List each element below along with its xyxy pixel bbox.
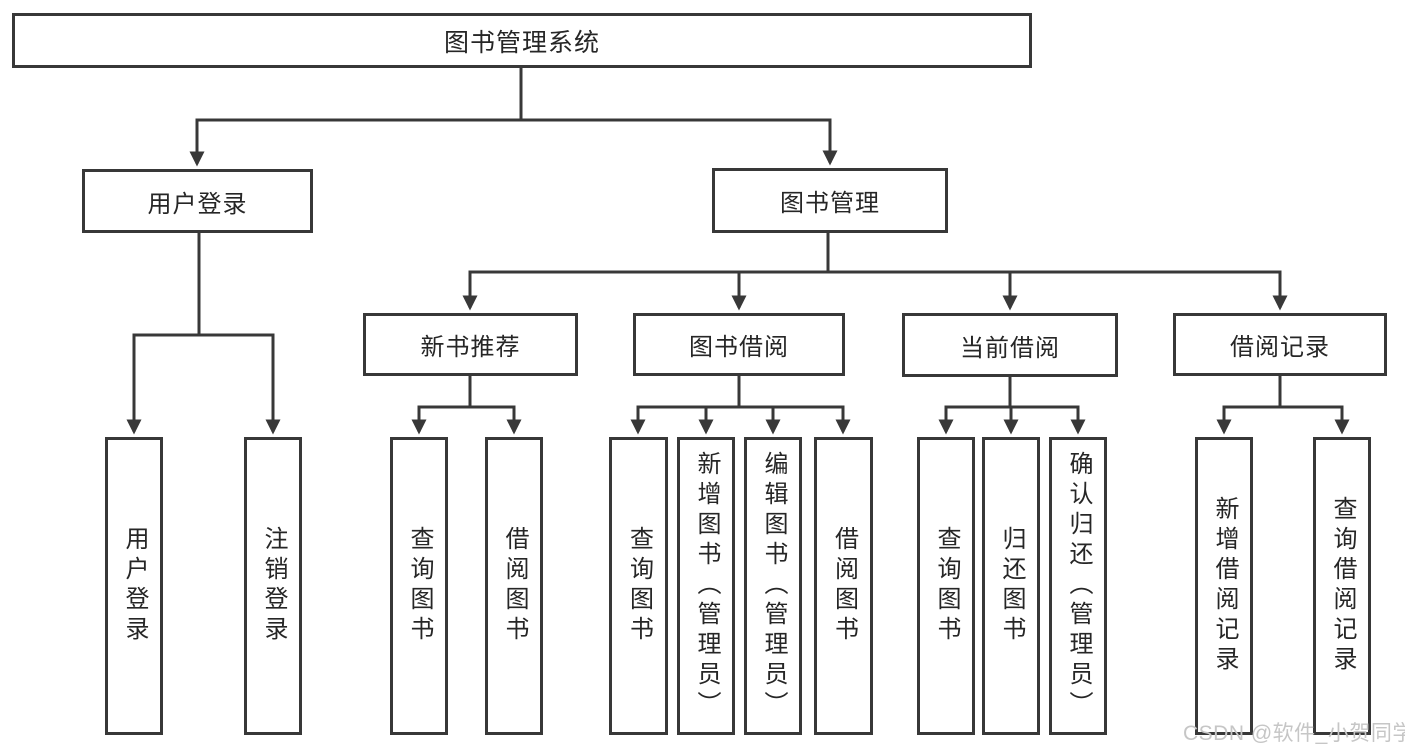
node-user-login-group-label: 用户登录 <box>147 190 248 218</box>
node-book-management: 图书管理 <box>712 168 948 233</box>
node-book-borrowing-label: 图书借阅 <box>689 334 789 361</box>
leaf-query-book-recommend: 查询图书 <box>390 437 448 735</box>
leaf-user-login: 用户登录 <box>105 437 163 735</box>
leaf-query-book-current: 查询图书 <box>917 437 975 735</box>
leaf-borrow-book-recommend: 借阅图书 <box>485 437 543 735</box>
node-user-login-group: 用户登录 <box>82 169 313 233</box>
leaf-query-book-recommend-label: 查询图书 <box>406 526 433 646</box>
leaf-edit-book-admin-label: 编辑图书（管理员） <box>760 451 787 721</box>
leaf-query-borrow-record: 查询借阅记录 <box>1313 437 1371 735</box>
leaf-borrow-book-borrowing-label: 借阅图书 <box>830 526 858 646</box>
leaf-query-book-current-label: 查询图书 <box>933 526 960 646</box>
leaf-borrow-book-borrowing: 借阅图书 <box>814 437 873 735</box>
leaf-return-book: 归还图书 <box>982 437 1040 735</box>
leaf-add-borrow-record: 新增借阅记录 <box>1195 437 1253 735</box>
node-book-borrowing: 图书借阅 <box>633 313 845 376</box>
leaf-query-borrow-record-label: 查询借阅记录 <box>1329 496 1356 676</box>
leaf-confirm-return-admin-label: 确认归还（管理员） <box>1065 451 1092 721</box>
leaf-edit-book-admin: 编辑图书（管理员） <box>744 437 802 735</box>
leaf-query-book-borrowing-label: 查询图书 <box>625 526 653 646</box>
leaf-user-login-label: 用户登录 <box>121 526 148 646</box>
leaf-return-book-label: 归还图书 <box>998 526 1025 646</box>
leaf-confirm-return-admin: 确认归还（管理员） <box>1049 437 1107 735</box>
leaf-add-book-admin-label: 新增图书（管理员） <box>693 451 720 721</box>
node-root-label: 图书管理系统 <box>443 28 600 57</box>
node-root: 图书管理系统 <box>12 13 1032 68</box>
leaf-add-book-admin: 新增图书（管理员） <box>677 437 735 735</box>
node-new-book-recommend-label: 新书推荐 <box>420 334 521 361</box>
leaf-logout: 注销登录 <box>244 437 302 735</box>
csdn-watermark: CSDN @软件_小贺同学 <box>1183 722 1405 745</box>
node-current-borrowing: 当前借阅 <box>902 313 1118 377</box>
leaf-add-borrow-record-label: 新增借阅记录 <box>1211 496 1238 676</box>
leaf-query-book-borrowing: 查询图书 <box>609 437 668 735</box>
node-borrowing-records: 借阅记录 <box>1173 313 1387 376</box>
leaf-logout-label: 注销登录 <box>260 526 287 646</box>
node-book-management-label: 图书管理 <box>780 190 880 217</box>
node-borrowing-records-label: 借阅记录 <box>1230 334 1330 361</box>
node-new-book-recommend: 新书推荐 <box>363 313 578 376</box>
leaf-borrow-book-recommend-label: 借阅图书 <box>501 526 528 646</box>
node-current-borrowing-label: 当前借阅 <box>960 334 1060 362</box>
